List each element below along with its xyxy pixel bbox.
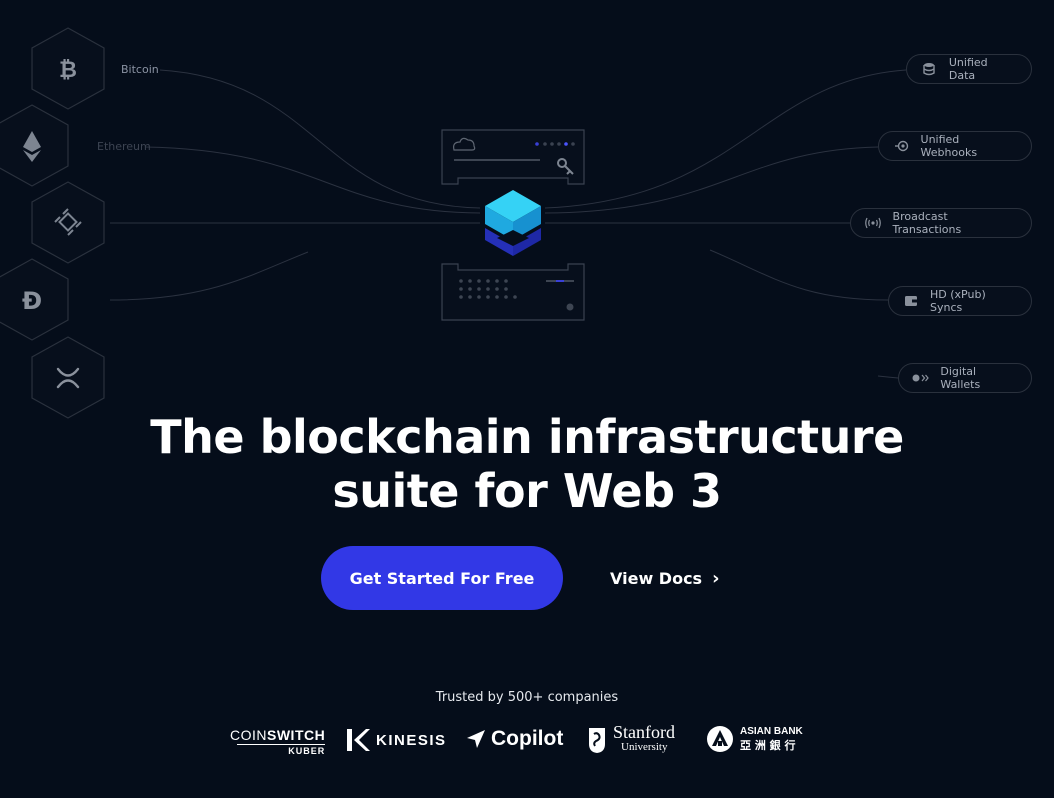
stanford-logo: Stanford University [587, 722, 675, 755]
key-icon [557, 158, 574, 175]
stanford-text: Stanford [613, 722, 675, 742]
asian-bank-emblem-icon [707, 726, 733, 752]
bnb-icon [54, 208, 82, 236]
chevron-right-icon: › [712, 567, 720, 589]
bitcoin-icon: ₿ [59, 58, 77, 83]
connector-ethereum [144, 146, 481, 214]
asian-bank-text: ASIAN BANK [740, 726, 803, 737]
feature-label: Unified Data [948, 56, 988, 82]
hex-bnb [31, 181, 105, 264]
get-started-button[interactable]: Get Started For Free [321, 546, 563, 610]
hero-title: The blockchain infrastructure suite for … [0, 410, 1054, 518]
copilot-arrow-icon [467, 730, 485, 748]
server-bottom [441, 263, 585, 321]
hex-dogecoin [0, 258, 69, 341]
wallet-icon [901, 291, 920, 311]
cloud-icon [453, 137, 476, 151]
coinswitch-text-a: COIN [230, 727, 267, 743]
view-docs-link[interactable]: View Docs › [610, 566, 720, 590]
kuber-text: KUBER [288, 746, 326, 756]
feature-unified-webhooks[interactable]: Unified Webhooks [878, 131, 1032, 161]
kinesis-logo: KINESIS [346, 728, 447, 752]
feature-label: HD (xPub) Syncs [930, 288, 986, 314]
ethereum-icon [23, 131, 41, 162]
feature-unified-data[interactable]: Unified Data [906, 54, 1032, 84]
broadcast-icon [863, 213, 883, 233]
view-docs-label: View Docs [610, 568, 703, 588]
connector-dogecoin [109, 251, 309, 301]
stanford-seal-icon [589, 728, 605, 753]
xrp-icon [56, 367, 80, 389]
connector-hd-syncs [709, 249, 889, 301]
stanford-university-text: University [621, 741, 668, 753]
feature-label: Digital Wallets [940, 365, 981, 391]
feature-broadcast-transactions[interactable]: Broadcast Transactions [850, 208, 1032, 238]
trusted-by-text: Trusted by 500+ companies [435, 690, 619, 705]
connector-digital-wallets [877, 375, 899, 379]
feature-label: Unified Webhooks [920, 133, 978, 159]
asian-bank-chinese-text: 亞 洲 銀 行 [740, 739, 796, 752]
coinswitch-text-b: SWITCH [267, 727, 326, 743]
connector-bitcoin [159, 69, 481, 209]
copilot-logo: Copilot [466, 727, 563, 751]
dogecoin-icon: Đ [22, 287, 42, 315]
tatum-cube-logo [485, 190, 541, 256]
coinswitch-kuber-logo: COINSWITCH KUBER [230, 727, 326, 756]
kinesis-k-icon [347, 729, 370, 751]
kinesis-text: KINESIS [376, 731, 447, 749]
hero-title-line1: The blockchain infrastructure [150, 410, 904, 464]
feature-digital-wallets[interactable]: Digital Wallets [898, 363, 1032, 393]
server-top [441, 129, 585, 185]
chain-label-bitcoin: Bitcoin [121, 63, 159, 76]
copilot-text: Copilot [491, 727, 564, 750]
toggle-icon [911, 368, 930, 388]
hex-xrp [31, 336, 105, 419]
hero-title-line2: suite for Web 3 [332, 464, 722, 518]
hex-bitcoin [31, 27, 105, 110]
connector-unified-data [544, 69, 907, 209]
asian-bank-logo: ASIAN BANK 亞 洲 銀 行 [706, 725, 803, 753]
chain-label-ethereum: Ethereum [97, 140, 151, 153]
connector-webhooks [544, 146, 879, 214]
database-icon [919, 59, 939, 79]
feature-hd-syncs[interactable]: HD (xPub) Syncs [888, 286, 1032, 316]
feature-label: Broadcast Transactions [892, 210, 962, 236]
webhook-icon [891, 136, 911, 156]
